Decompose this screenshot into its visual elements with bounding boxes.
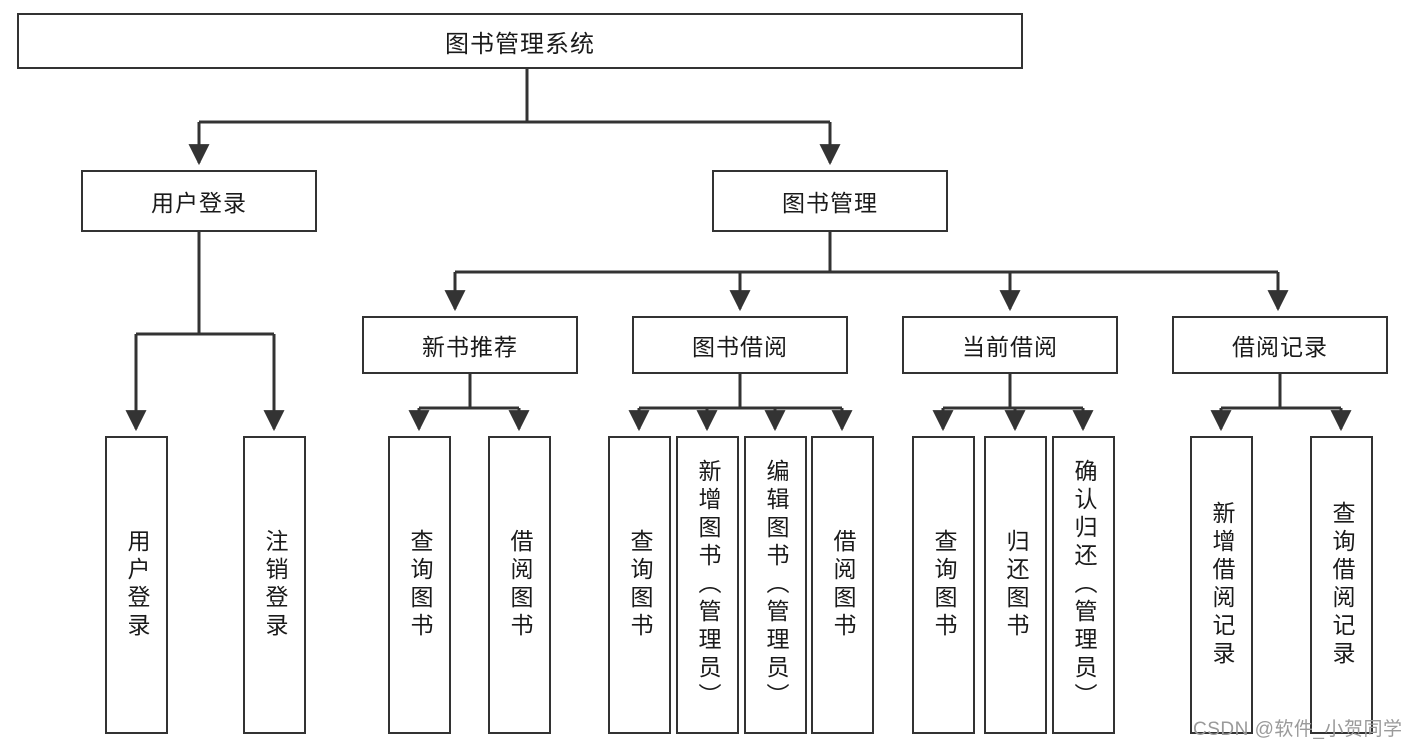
leaf-return-book[interactable]: 归还图书 (984, 436, 1047, 734)
leaf-user-login-label: 用户登录 (124, 529, 150, 641)
node-user-login[interactable]: 用户登录 (81, 170, 317, 232)
node-borrow-record-label: 借阅记录 (1232, 334, 1328, 360)
watermark-text: CSDN @软件_小贺同学 (1193, 719, 1403, 740)
leaf-borrow-book-recommend[interactable]: 借阅图书 (488, 436, 551, 734)
leaf-logout[interactable]: 注销登录 (243, 436, 306, 734)
leaf-borrow-book-recommend-label: 借阅图书 (507, 529, 533, 641)
leaf-query-book-recommend[interactable]: 查询图书 (388, 436, 451, 734)
node-root-label: 图书管理系统 (445, 30, 595, 58)
node-book-borrow-label: 图书借阅 (692, 334, 788, 360)
leaf-query-book-borrow-label: 查询图书 (627, 529, 653, 641)
leaf-query-book-current-label: 查询图书 (931, 529, 957, 641)
node-borrow-record[interactable]: 借阅记录 (1172, 316, 1388, 374)
leaf-add-borrow-record-label: 新增借阅记录 (1209, 501, 1235, 669)
node-current-borrow[interactable]: 当前借阅 (902, 316, 1118, 374)
leaf-edit-book-admin[interactable]: 编辑图书（管理员） (744, 436, 807, 734)
leaf-add-book-admin-label: 新增图书（管理员） (695, 459, 721, 711)
node-root[interactable]: 图书管理系统 (17, 13, 1023, 69)
leaf-borrow-book-label: 借阅图书 (830, 529, 856, 641)
leaf-user-login[interactable]: 用户登录 (105, 436, 168, 734)
leaf-confirm-return-admin[interactable]: 确认归还（管理员） (1052, 436, 1115, 734)
leaf-query-borrow-record-label: 查询借阅记录 (1329, 501, 1355, 669)
leaf-query-book-recommend-label: 查询图书 (407, 529, 433, 641)
node-new-book-recommend-label: 新书推荐 (422, 334, 518, 360)
leaf-edit-book-admin-label: 编辑图书（管理员） (763, 459, 789, 711)
leaf-logout-label: 注销登录 (262, 529, 288, 641)
node-book-borrow[interactable]: 图书借阅 (632, 316, 848, 374)
leaf-query-book-current[interactable]: 查询图书 (912, 436, 975, 734)
leaf-return-book-label: 归还图书 (1003, 529, 1029, 641)
node-book-management-label: 图书管理 (782, 190, 878, 216)
leaf-add-book-admin[interactable]: 新增图书（管理员） (676, 436, 739, 734)
node-user-login-label: 用户登录 (151, 190, 247, 216)
leaf-query-book-borrow[interactable]: 查询图书 (608, 436, 671, 734)
leaf-borrow-book[interactable]: 借阅图书 (811, 436, 874, 734)
node-current-borrow-label: 当前借阅 (962, 334, 1058, 360)
leaf-confirm-return-admin-label: 确认归还（管理员） (1071, 459, 1097, 711)
leaf-add-borrow-record[interactable]: 新增借阅记录 (1190, 436, 1253, 734)
node-new-book-recommend[interactable]: 新书推荐 (362, 316, 578, 374)
node-book-management[interactable]: 图书管理 (712, 170, 948, 232)
leaf-query-borrow-record[interactable]: 查询借阅记录 (1310, 436, 1373, 734)
